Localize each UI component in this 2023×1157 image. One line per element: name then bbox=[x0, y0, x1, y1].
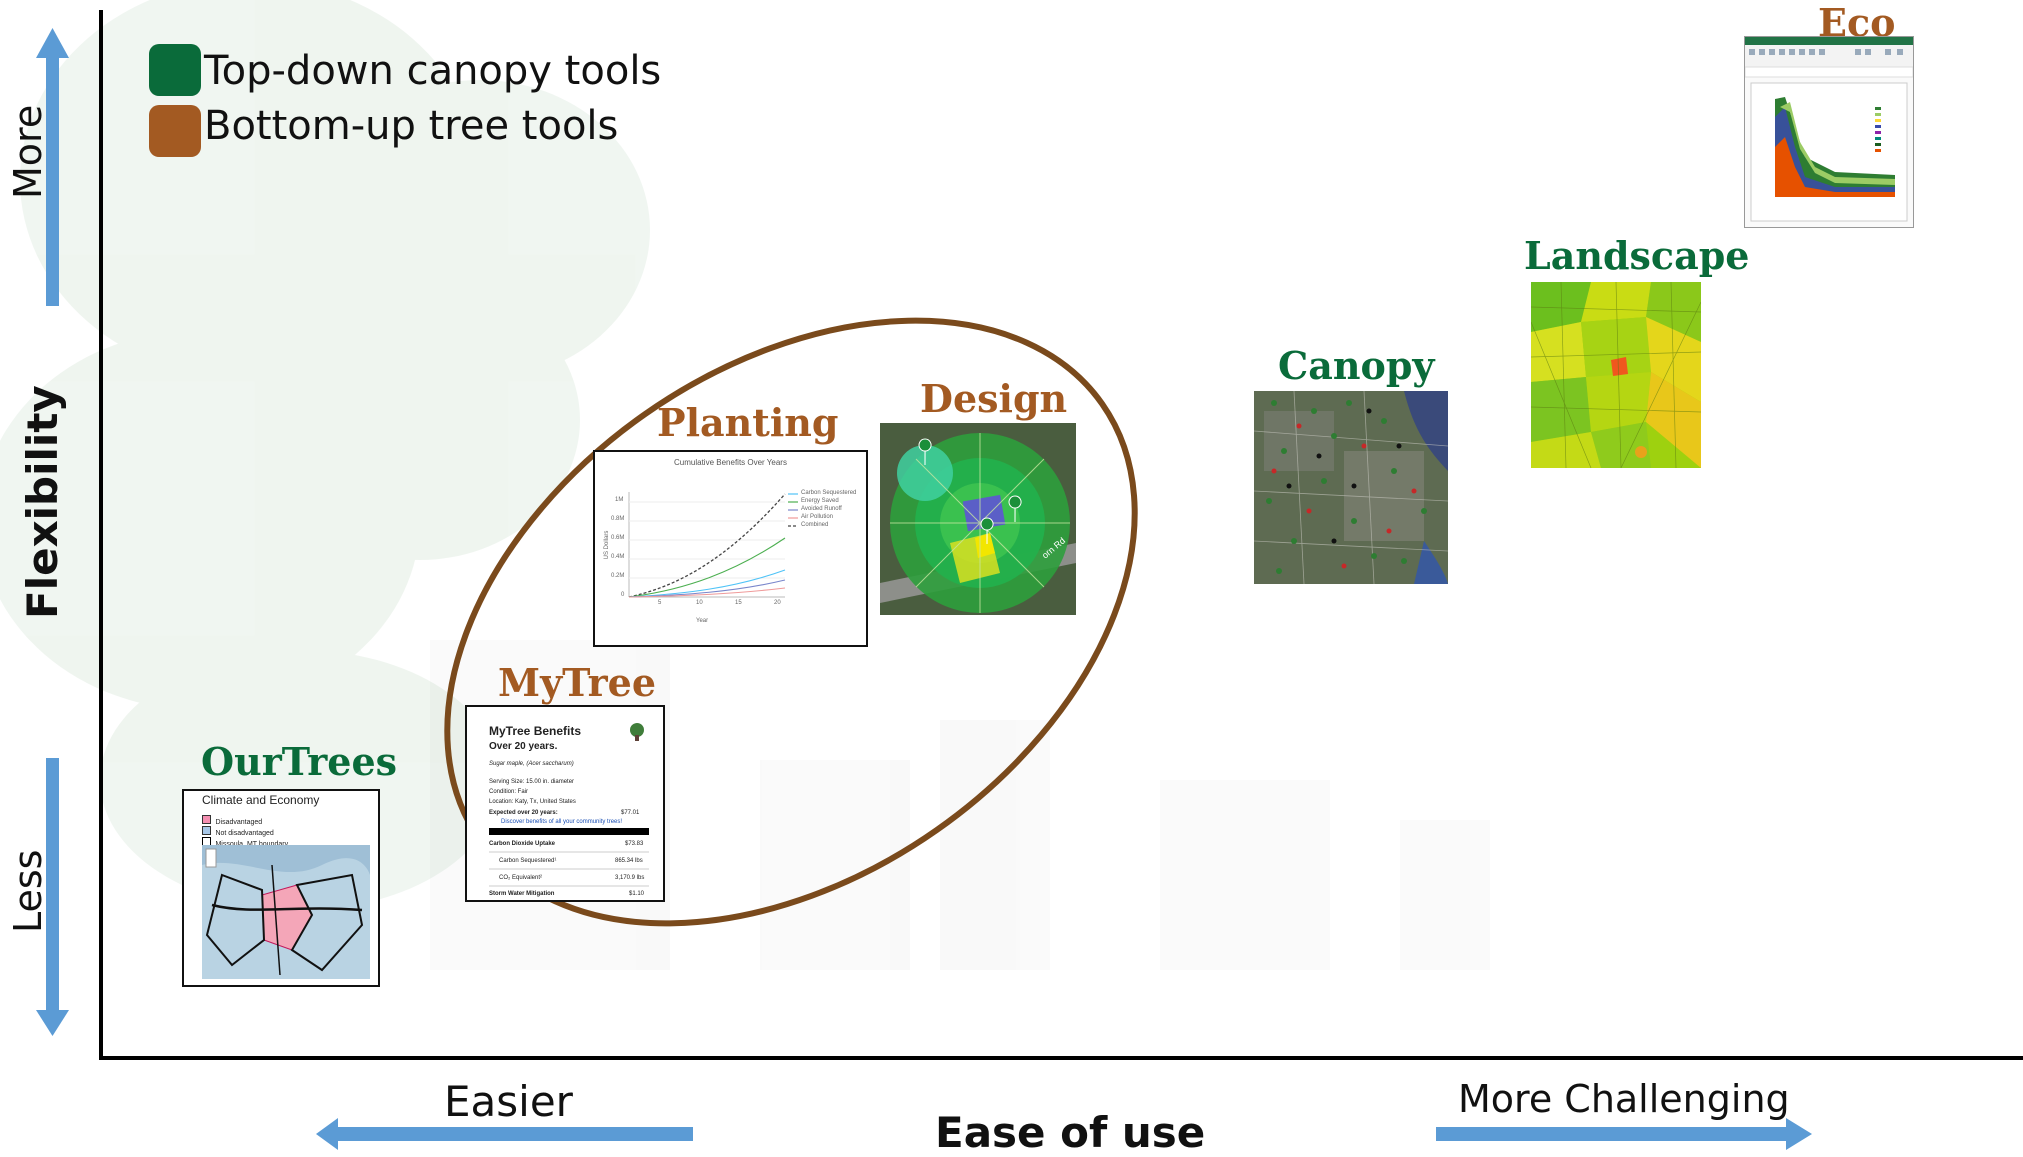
mytree-row-value: $1.10 bbox=[629, 891, 645, 897]
ourtrees-legend-not-disadvantaged: Not disadvantaged bbox=[202, 822, 274, 840]
canopy-thumbnail bbox=[1254, 391, 1448, 584]
planting-x-tick: 15 bbox=[735, 600, 742, 606]
design-tree-pin-icon bbox=[918, 438, 1022, 545]
x-left-arrow bbox=[316, 1118, 693, 1150]
planting-legend-item: Air Pollution bbox=[801, 514, 834, 520]
planting-y-tick: 0.4M bbox=[611, 554, 625, 560]
planting-series-combined bbox=[628, 493, 786, 598]
planting-x-tick: 5 bbox=[658, 600, 662, 606]
design-aerial-map bbox=[880, 423, 1076, 615]
x-right-arrow bbox=[1436, 1118, 1812, 1150]
canopy-satellite-map bbox=[1254, 391, 1448, 584]
mytree-expected-label: Expected over 20 years: bbox=[489, 810, 558, 816]
mytree-row-value: $73.83 bbox=[625, 841, 644, 847]
planting-x-tick: 20 bbox=[774, 600, 781, 606]
mytree-row-value: 3,170.9 lbs bbox=[615, 875, 645, 881]
planting-x-label: Year bbox=[696, 618, 709, 624]
mytree-discover-link[interactable]: Discover benefits of all your community … bbox=[501, 819, 623, 825]
mytree-species: Sugar maple, (Acer saccharum) bbox=[489, 761, 574, 767]
planting-thumbnail: Cumulative Benefits Over Years Carbon Se… bbox=[593, 450, 868, 647]
mytree-divider-bar bbox=[489, 828, 649, 835]
legend-swatch-top-down bbox=[149, 44, 201, 96]
planting-legend-item: Carbon Sequestered bbox=[801, 490, 857, 496]
eco-thumbnail bbox=[1744, 36, 1914, 228]
y-axis-title: Flexibility bbox=[18, 385, 67, 619]
mytree-row-label: Carbon Dioxide Uptake bbox=[489, 841, 556, 847]
landscape-thumbnail bbox=[1531, 282, 1701, 468]
mytree-logo-icon bbox=[630, 723, 644, 741]
canopy-points bbox=[1266, 400, 1427, 574]
mytree-info-location: Location: Katy, Tx, United States bbox=[489, 799, 576, 805]
planting-series-energy bbox=[628, 537, 786, 598]
legend-label-bottom-up: Bottom-up tree tools bbox=[204, 103, 619, 149]
planting-chart bbox=[628, 492, 798, 598]
planting-y-tick: 0 bbox=[621, 592, 625, 598]
mytree-title: MyTree Benefits bbox=[489, 724, 582, 738]
legend-label-top-down: Top-down canopy tools bbox=[204, 48, 662, 94]
tool-title-design: Design bbox=[920, 376, 1068, 421]
y-axis-low-label: Less bbox=[6, 849, 50, 933]
eco-legend-swatches bbox=[1875, 107, 1881, 152]
mytree-row-value: 865.34 lbs bbox=[615, 858, 643, 864]
mytree-row-label: CO₂ Equivalent² bbox=[499, 875, 543, 881]
planting-legend-item: Avoided Runoff bbox=[801, 506, 842, 512]
ourtrees-thumbnail: Climate and Economy Disadvantaged Not di… bbox=[182, 789, 380, 987]
legend-swatch-bottom-up bbox=[149, 105, 201, 157]
planting-y-tick: 0.2M bbox=[611, 573, 625, 579]
mytree-row-separators bbox=[489, 851, 649, 887]
design-thumbnail: orn Rd bbox=[880, 423, 1076, 615]
planting-y-tick: 0.6M bbox=[611, 535, 625, 541]
x-axis-title: Ease of use bbox=[935, 1108, 1206, 1157]
y-down-arrow bbox=[36, 758, 69, 1036]
mytree-row-label: Storm Water Mitigation bbox=[489, 891, 555, 897]
x-axis-hard-label: More Challenging bbox=[1458, 1077, 1790, 1121]
eco-spreadsheet-screenshot bbox=[1745, 37, 1913, 227]
ourtrees-legend-disadvantaged: Disadvantaged bbox=[202, 811, 262, 829]
x-axis-easy-label: Easier bbox=[444, 1077, 573, 1126]
tool-title-planting: Planting bbox=[657, 400, 839, 445]
ourtrees-map bbox=[202, 845, 370, 979]
planting-chart-title: Cumulative Benefits Over Years bbox=[674, 458, 787, 467]
planting-series-air bbox=[628, 587, 786, 598]
planting-legend-item: Energy Saved bbox=[801, 498, 839, 504]
planting-x-tick: 10 bbox=[696, 600, 703, 606]
planting-y-tick: 0.8M bbox=[611, 516, 625, 522]
tool-title-landscape: Landscape bbox=[1524, 233, 1750, 278]
planting-legend-lines bbox=[788, 493, 798, 527]
ourtrees-heading: Climate and Economy bbox=[202, 793, 320, 807]
planting-legend-item: Combined bbox=[801, 522, 829, 528]
mytree-row-label: Carbon Sequestered¹ bbox=[499, 858, 557, 864]
tool-title-mytree: MyTree bbox=[498, 660, 657, 705]
tool-title-ourtrees: OurTrees bbox=[201, 739, 398, 784]
mytree-expected-value: $77.01 bbox=[621, 810, 640, 816]
mytree-subtitle: Over 20 years. bbox=[489, 741, 558, 752]
mytree-thumbnail: MyTree Benefits Over 20 years. Sugar map… bbox=[465, 705, 665, 902]
mytree-info-condition: Condition: Fair bbox=[489, 789, 529, 795]
planting-y-label: US Dollars bbox=[604, 530, 610, 560]
mytree-info-size: Serving Size: 15.00 in. diameter bbox=[489, 779, 575, 785]
y-axis-high-label: More bbox=[6, 104, 50, 199]
planting-y-tick: 1M bbox=[615, 497, 624, 503]
landscape-choropleth-map bbox=[1531, 282, 1701, 468]
tool-title-canopy: Canopy bbox=[1278, 343, 1435, 388]
y-up-arrow bbox=[36, 28, 69, 306]
